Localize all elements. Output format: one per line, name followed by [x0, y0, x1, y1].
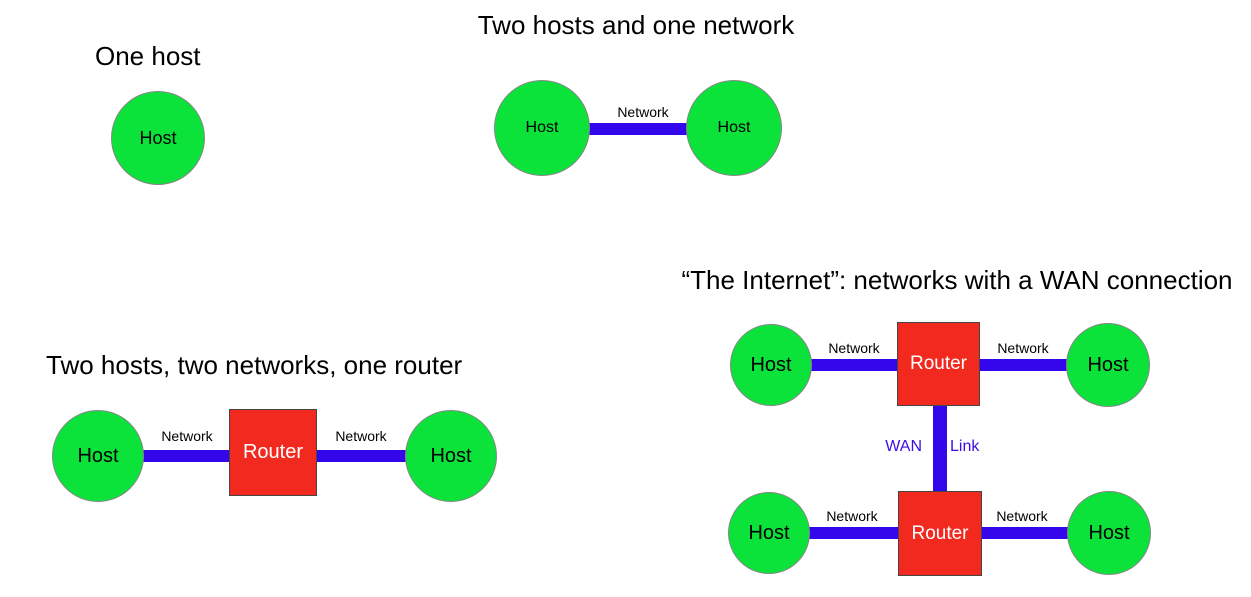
- network-link-line: [585, 123, 691, 135]
- network-link-line: [312, 450, 410, 462]
- router-node: Router: [898, 491, 982, 576]
- host-node: Host: [728, 492, 810, 574]
- panel-title-internet-wan: “The Internet”: networks with a WAN conn…: [681, 265, 1233, 295]
- panel-title-two-hosts-one-network: Two hosts and one network: [477, 10, 795, 40]
- host-node: Host: [1067, 491, 1151, 575]
- network-label: Network: [617, 104, 669, 120]
- host-label: Host: [1088, 521, 1130, 544]
- router-node: Router: [897, 322, 980, 406]
- network-label: Network: [161, 428, 213, 444]
- host-node: Host: [730, 324, 812, 406]
- network-label: Network: [826, 508, 878, 524]
- wan-link-line: [933, 404, 947, 494]
- network-link-line: [140, 450, 235, 462]
- host-label: Host: [525, 119, 559, 136]
- panel-title-two-hosts-two-networks: Two hosts, two networks, one router: [46, 350, 463, 380]
- router-node: Router: [229, 409, 317, 496]
- host-label: Host: [430, 444, 472, 467]
- link-label: Link: [950, 438, 980, 455]
- host-node: Host: [494, 80, 590, 176]
- network-link-line: [805, 359, 902, 371]
- network-link-line: [975, 359, 1071, 371]
- router-label: Router: [911, 522, 969, 544]
- host-node: Host: [686, 80, 782, 176]
- wan-label: WAN: [885, 438, 922, 455]
- host-label: Host: [748, 521, 790, 544]
- panel-title-one-host: One host: [95, 41, 201, 71]
- router-label: Router: [242, 441, 304, 463]
- network-label: Network: [335, 428, 387, 444]
- host-label: Host: [750, 353, 792, 376]
- host-label: Host: [717, 119, 751, 136]
- router-label: Router: [909, 353, 968, 374]
- network-link-line: [978, 527, 1073, 539]
- host-node: Host: [52, 410, 144, 502]
- host-node: Host: [111, 91, 205, 185]
- host-label: Host: [139, 127, 177, 148]
- network-label: Network: [828, 340, 880, 356]
- host-label: Host: [1087, 353, 1129, 376]
- host-node: Host: [405, 410, 497, 502]
- host-node: Host: [1066, 323, 1150, 407]
- network-link-line: [804, 527, 904, 539]
- network-label: Network: [996, 508, 1048, 524]
- host-label: Host: [77, 444, 119, 467]
- network-label: Network: [997, 340, 1049, 356]
